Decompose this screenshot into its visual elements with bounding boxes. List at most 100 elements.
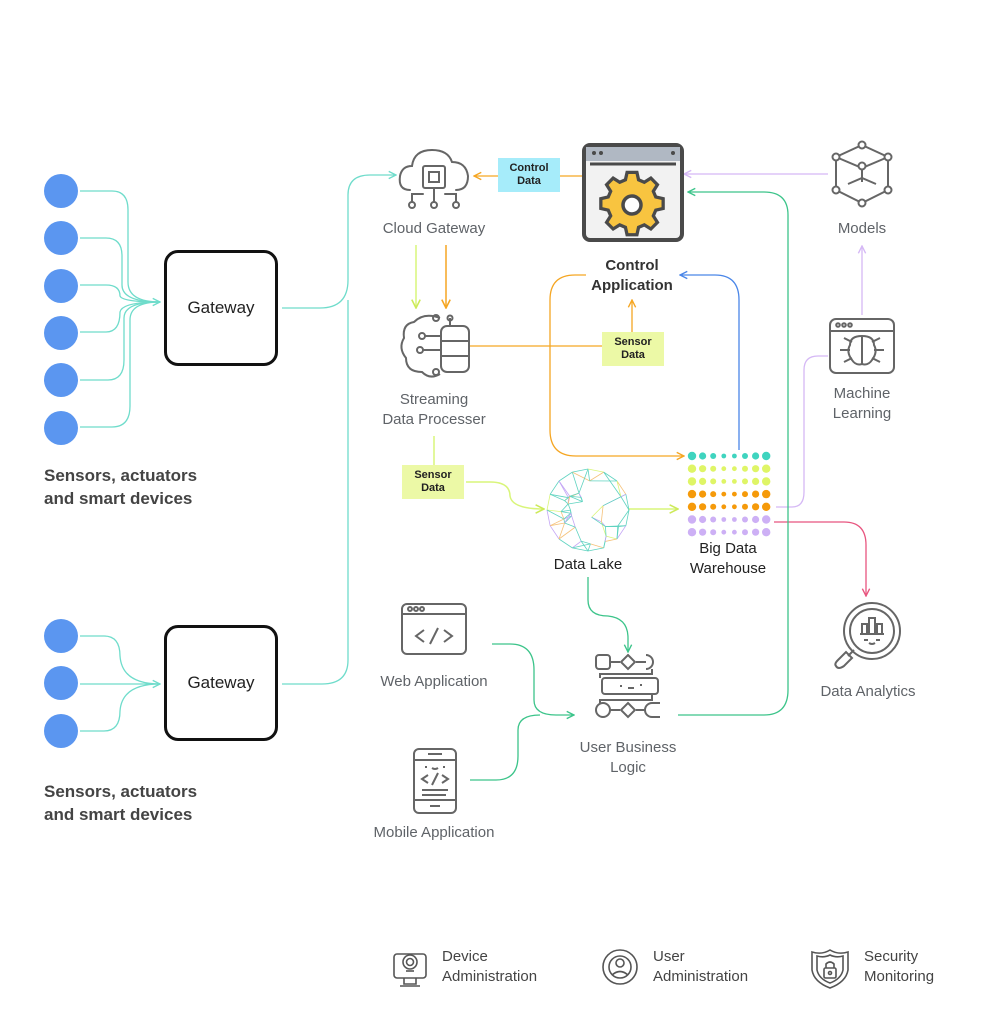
mesh-edge bbox=[546, 509, 551, 526]
mesh-edge bbox=[569, 492, 580, 497]
control-to-warehouse-link bbox=[549, 274, 684, 456]
streaming-label: Streaming Data Processer bbox=[364, 390, 504, 430]
warehouse-dot bbox=[699, 503, 707, 511]
link bbox=[80, 301, 161, 381]
mesh-edge bbox=[616, 480, 622, 497]
warehouse-dot bbox=[687, 502, 697, 511]
mesh-edge bbox=[605, 538, 618, 542]
mesh-edge bbox=[560, 503, 569, 512]
warehouse-dot bbox=[732, 491, 737, 497]
mesh-edge bbox=[616, 525, 627, 540]
warehouse-dot bbox=[752, 477, 760, 485]
warehouse-dot bbox=[752, 515, 760, 524]
link bbox=[80, 190, 161, 303]
mesh-edge bbox=[546, 509, 565, 520]
caption-line: Sensors, actuators bbox=[44, 466, 198, 485]
sensor-tag-to-lake-link bbox=[466, 481, 544, 509]
mesh-edge bbox=[549, 525, 560, 540]
lake-to-logic-link bbox=[587, 577, 628, 652]
warehouse-dot bbox=[732, 504, 737, 510]
link bbox=[282, 175, 396, 309]
warehouse-dot bbox=[687, 451, 697, 461]
mesh-edge bbox=[625, 509, 630, 526]
gateway-1[interactable]: Gateway bbox=[164, 250, 278, 366]
mesh-edge bbox=[578, 468, 589, 494]
warehouse-dot bbox=[721, 466, 727, 472]
warehouse-dot bbox=[699, 528, 707, 536]
brain-window-icon bbox=[829, 318, 895, 374]
sensor-device[interactable] bbox=[44, 315, 78, 350]
warehouse-dot bbox=[742, 453, 748, 459]
user-admin-icon bbox=[602, 949, 638, 985]
warehouse-to-ml-link bbox=[776, 355, 828, 508]
sensor-device[interactable] bbox=[44, 713, 78, 748]
warehouse-dot bbox=[699, 515, 707, 524]
mesh-edge bbox=[549, 493, 565, 502]
warehouse-dot bbox=[687, 515, 697, 524]
warehouse-to-control-link bbox=[680, 275, 740, 450]
caption-line: and smart devices bbox=[44, 489, 193, 508]
warehouse-dot bbox=[710, 465, 717, 472]
mesh-edge bbox=[572, 540, 582, 549]
warehouse-dot bbox=[742, 491, 748, 498]
sensor-caption-1: Sensors, actuators and smart devices bbox=[44, 464, 197, 510]
warehouse-dot bbox=[762, 528, 771, 537]
warehouse-dot bbox=[710, 529, 717, 536]
mobile-to-logic-link bbox=[470, 714, 541, 781]
data-lake-label: Data Lake bbox=[553, 556, 623, 573]
warehouse-dot bbox=[732, 529, 737, 535]
mesh-edge bbox=[620, 496, 630, 511]
mesh-edge bbox=[560, 509, 571, 513]
label-line: Streaming bbox=[399, 391, 469, 408]
logic-to-control-link bbox=[678, 192, 789, 716]
warehouse-dot bbox=[721, 517, 727, 522]
sensor-device[interactable] bbox=[44, 221, 78, 256]
warehouse-dot bbox=[687, 489, 697, 499]
mesh-edge bbox=[546, 494, 551, 511]
web-application-label: Web Application bbox=[380, 673, 488, 690]
label-line: Application bbox=[591, 277, 673, 294]
warehouse-dot bbox=[687, 528, 697, 537]
mesh-edge bbox=[569, 495, 582, 498]
warehouse-dot bbox=[687, 477, 697, 486]
mesh-edge bbox=[605, 526, 607, 537]
cube-network-icon bbox=[831, 140, 893, 208]
tag-line: Data bbox=[421, 482, 445, 494]
mesh-edge bbox=[590, 543, 604, 549]
warehouse-dot bbox=[732, 479, 737, 484]
warehouse-dot bbox=[710, 516, 717, 523]
label-line: Control bbox=[605, 257, 659, 274]
link bbox=[80, 237, 161, 303]
tag-line: Data bbox=[517, 175, 541, 187]
gateway-2[interactable]: Gateway bbox=[164, 625, 278, 741]
label-line: Learning bbox=[832, 405, 892, 422]
mesh-edge bbox=[572, 547, 589, 552]
warehouse-dot bbox=[699, 452, 707, 460]
mesh-edge bbox=[563, 512, 572, 520]
mesh-edge bbox=[564, 500, 569, 505]
sensor-device[interactable] bbox=[44, 174, 78, 208]
mesh-edge bbox=[605, 535, 618, 540]
mesh-edge bbox=[572, 543, 591, 549]
link bbox=[80, 301, 161, 333]
warehouse-dot bbox=[762, 477, 771, 486]
sensor-device[interactable] bbox=[44, 410, 78, 445]
caption-line: and smart devices bbox=[44, 805, 193, 824]
sensor-device[interactable] bbox=[44, 363, 78, 398]
sensor-links-group-1 bbox=[80, 190, 161, 428]
sensor-device[interactable] bbox=[44, 268, 78, 303]
sensor-device[interactable] bbox=[44, 619, 78, 653]
big-data-label: Big Data Warehouse bbox=[678, 539, 778, 579]
warehouse-dot bbox=[742, 478, 748, 485]
brain-database-icon bbox=[400, 314, 470, 378]
warehouse-dot bbox=[699, 465, 707, 473]
models-label: Models bbox=[837, 220, 887, 237]
mesh-edge bbox=[560, 511, 571, 514]
data-analytics-label: Data Analytics bbox=[820, 683, 916, 700]
sensor-device[interactable] bbox=[44, 666, 78, 701]
gateway-label: Gateway bbox=[187, 673, 255, 692]
mesh-edge bbox=[587, 468, 604, 473]
mesh-edge bbox=[564, 495, 571, 501]
